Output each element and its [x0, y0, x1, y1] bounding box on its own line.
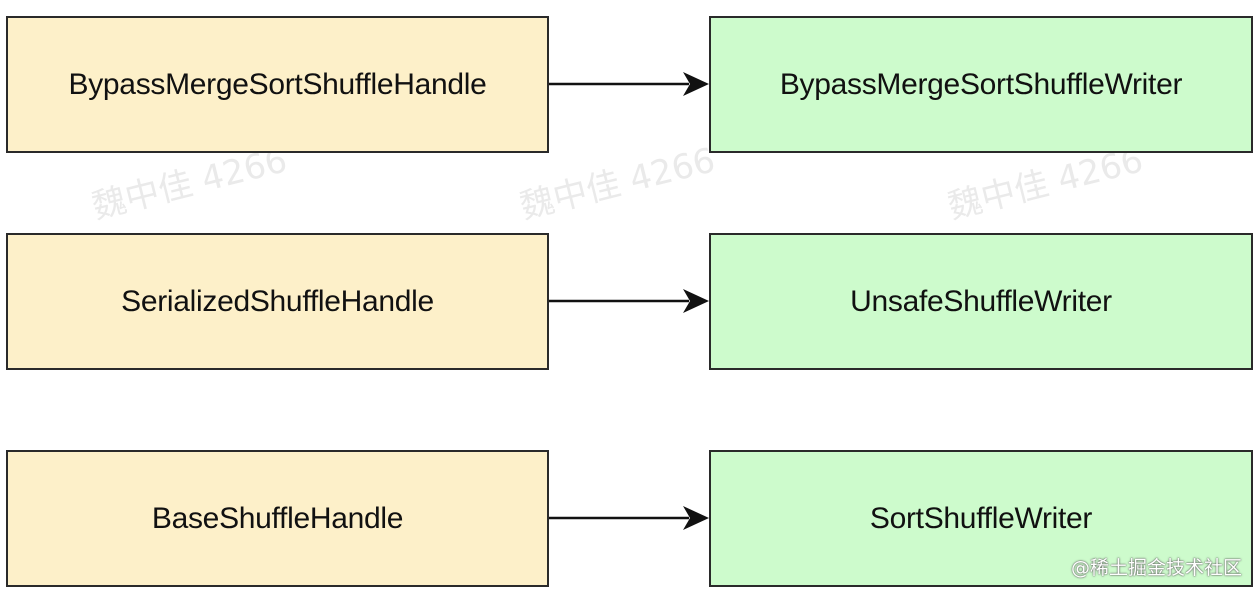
handle-label: BypassMergeSortShuffleHandle — [68, 67, 487, 101]
arrow-connector — [549, 72, 709, 96]
writer-box-unsafe: UnsafeShuffleWriter — [709, 233, 1253, 370]
handle-label: SerializedShuffleHandle — [121, 284, 434, 318]
handle-box-base: BaseShuffleHandle — [6, 450, 549, 587]
arrow-connector — [549, 289, 709, 313]
writer-label: SortShuffleWriter — [869, 501, 1093, 535]
writer-label: UnsafeShuffleWriter — [850, 284, 1112, 318]
arrow-connector — [549, 506, 709, 530]
handle-box-serialized: SerializedShuffleHandle — [6, 233, 549, 370]
site-watermark: @稀土掘金技术社区 — [1070, 557, 1242, 579]
writer-box-sort: SortShuffleWriter — [709, 450, 1253, 587]
writer-label: BypassMergeSortShuffleWriter — [779, 67, 1183, 101]
writer-box-bypass-merge-sort: BypassMergeSortShuffleWriter — [709, 16, 1253, 153]
handle-label: BaseShuffleHandle — [151, 501, 404, 535]
handle-box-bypass-merge-sort: BypassMergeSortShuffleHandle — [6, 16, 549, 153]
